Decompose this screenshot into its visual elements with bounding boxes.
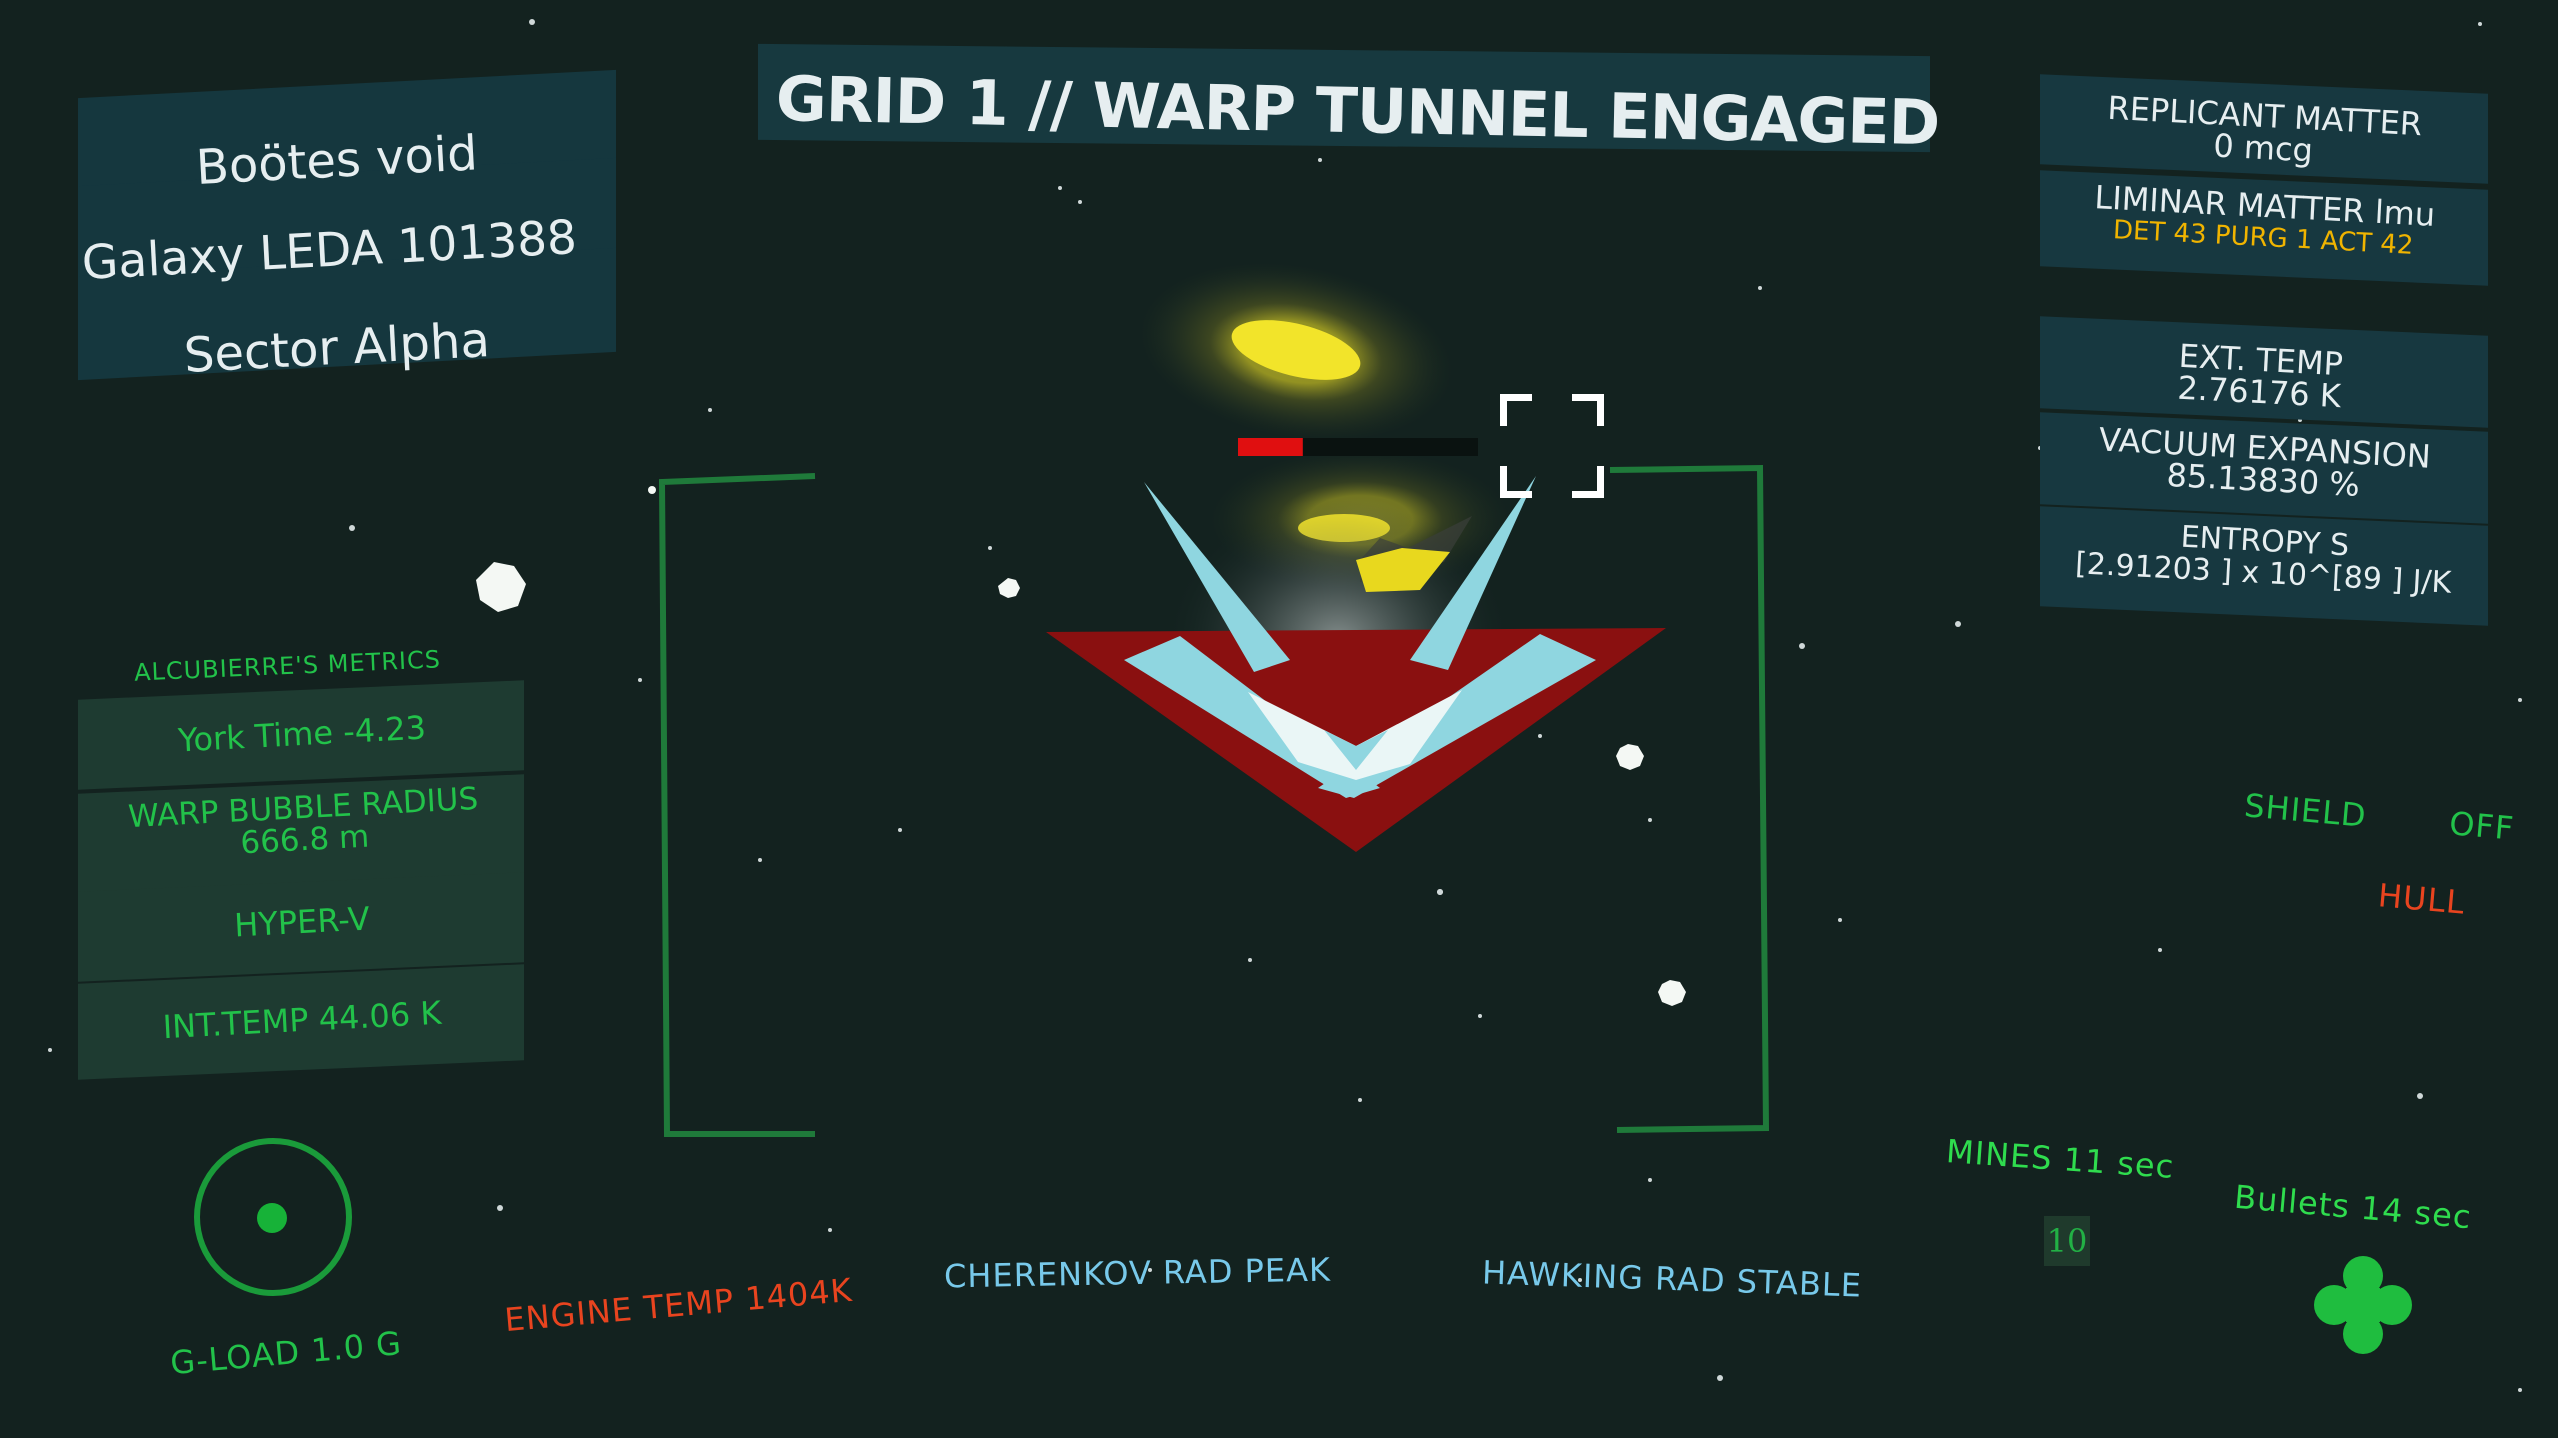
shield-value: OFF bbox=[2447, 804, 2516, 848]
mines-count-box: 10 bbox=[2044, 1216, 2090, 1266]
hull-status: HULL bbox=[2376, 876, 2467, 922]
target-reticle-icon bbox=[1500, 394, 1604, 498]
cherenkov-readout: CHERENKOV RAD PEAK bbox=[943, 1250, 1332, 1296]
clover-ammo-icon bbox=[2314, 1256, 2412, 1354]
distant-galaxy-upper bbox=[1139, 262, 1453, 442]
enemy-health-bar bbox=[1238, 438, 1478, 456]
g-load-gauge-icon bbox=[194, 1138, 352, 1296]
player-warp-ship bbox=[1046, 476, 1666, 852]
mines-count: 10 bbox=[2046, 1222, 2088, 1260]
